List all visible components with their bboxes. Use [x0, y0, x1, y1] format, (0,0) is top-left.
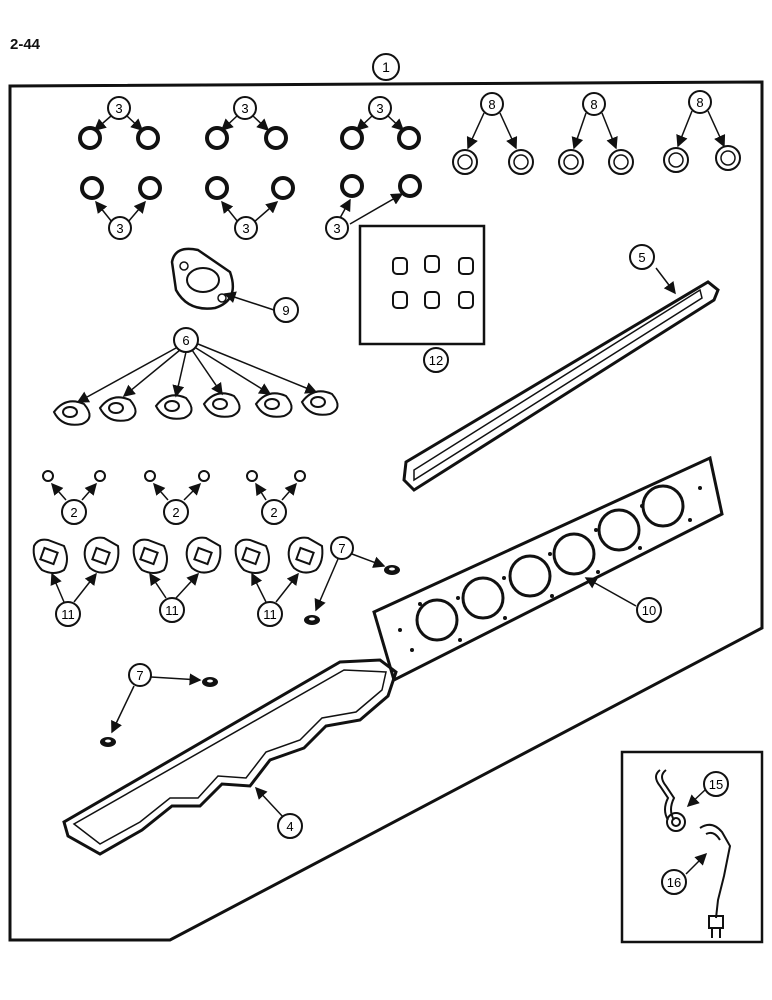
svg-text:3: 3: [376, 101, 383, 116]
svg-text:4: 4: [286, 819, 293, 834]
svg-text:6: 6: [182, 333, 189, 348]
callout-11-a: 11: [50, 572, 97, 627]
svg-text:16: 16: [667, 875, 681, 890]
oring-group-2-c: 2: [246, 470, 306, 525]
svg-text:12: 12: [429, 353, 443, 368]
washers-7-lower: 7: [100, 663, 218, 747]
svg-text:10: 10: [642, 603, 656, 618]
svg-text:8: 8: [488, 97, 495, 112]
seal-group-3-b: 3: [205, 96, 288, 150]
callout-1: 1: [372, 53, 400, 81]
valve-seal-box-12: 12: [358, 224, 486, 373]
head-gasket-10: 10: [372, 455, 724, 683]
svg-text:8: 8: [590, 97, 597, 112]
washers-7-upper: 7: [304, 536, 400, 625]
svg-text:3: 3: [333, 221, 340, 236]
svg-text:7: 7: [338, 541, 345, 556]
svg-text:11: 11: [263, 607, 277, 622]
oring-group-2-b: 2: [144, 470, 210, 525]
svg-text:2: 2: [70, 505, 77, 520]
seal-group-3-e: 3: [205, 176, 295, 240]
oring-group-2-a: 2: [42, 470, 106, 525]
svg-text:11: 11: [61, 607, 75, 622]
seal-group-3-f: 3: [325, 174, 422, 240]
oring-group-8-c: 8: [663, 90, 741, 173]
inset-box-15-16: 15 16: [620, 750, 764, 944]
svg-text:1: 1: [382, 59, 390, 75]
svg-text:3: 3: [115, 101, 122, 116]
manifold-gaskets-6: 6: [52, 327, 339, 426]
callout-11-b: 11: [149, 572, 200, 623]
svg-text:3: 3: [116, 221, 123, 236]
seal-group-3-c: 3: [340, 96, 421, 150]
callout-11-c: 11: [251, 572, 299, 627]
svg-text:3: 3: [242, 221, 249, 236]
svg-text:9: 9: [282, 303, 289, 318]
svg-text:11: 11: [165, 603, 179, 618]
square-gaskets-11: [32, 536, 324, 574]
seal-group-3-d: 3: [80, 176, 162, 240]
flange-gasket-9: 9: [170, 247, 299, 323]
oring-group-8-a: 8: [452, 92, 534, 175]
seal-group-3-a: 3: [78, 96, 160, 150]
svg-text:15: 15: [709, 777, 723, 792]
pushrod-gasket-5: 5: [402, 244, 720, 492]
svg-text:7: 7: [136, 668, 143, 683]
svg-text:5: 5: [638, 250, 645, 265]
svg-text:2: 2: [172, 505, 179, 520]
svg-text:8: 8: [696, 95, 703, 110]
oring-group-8-b: 8: [558, 92, 634, 175]
rocker-cover-gasket-4: 4: [62, 658, 398, 856]
kit-outline: [8, 80, 764, 942]
svg-text:3: 3: [241, 101, 248, 116]
svg-text:2: 2: [270, 505, 277, 520]
page-number: 2-44: [10, 36, 41, 53]
